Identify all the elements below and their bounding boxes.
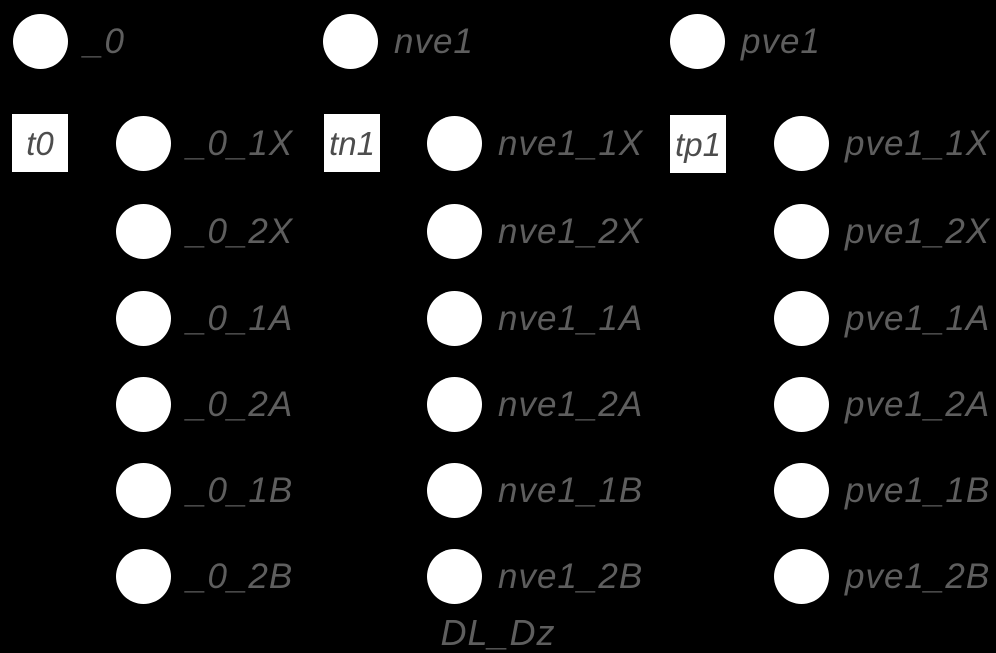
node-label: _0_2A <box>187 384 294 424</box>
node: pve1_1X <box>774 115 990 171</box>
node: nve1_2A <box>427 376 643 432</box>
node-circle-icon <box>670 13 725 69</box>
node: _0_2X <box>116 203 293 259</box>
node: pve1_2B <box>774 548 990 604</box>
node: pve1_1B <box>774 462 990 518</box>
head-node-2: pve1 <box>670 13 821 69</box>
node-circle-icon <box>427 462 482 518</box>
node-circle-icon <box>13 13 68 69</box>
node-circle-icon <box>774 290 829 346</box>
node-circle-icon <box>323 13 378 69</box>
node-circle-icon <box>427 290 482 346</box>
gene-box-label: t0 <box>26 124 54 162</box>
node-circle-icon <box>116 376 171 432</box>
node-circle-icon <box>774 548 829 604</box>
node: pve1_2X <box>774 203 990 259</box>
node-label: nve1_1X <box>498 123 644 163</box>
node-label: nve1_2X <box>498 211 644 251</box>
node: _0_1B <box>116 462 293 518</box>
node-circle-icon <box>774 462 829 518</box>
node: _0_2B <box>116 548 293 604</box>
node-label: pve1_2X <box>845 211 991 251</box>
node-circle-icon <box>427 548 482 604</box>
node: _0_1X <box>116 115 293 171</box>
node-circle-icon <box>774 203 829 259</box>
node-circle-icon <box>427 203 482 259</box>
gene-box-0: t0 <box>12 114 68 172</box>
node-circle-icon <box>116 115 171 171</box>
node-label: nve1_2A <box>498 384 644 424</box>
node-label: pve1_1A <box>845 298 991 338</box>
node-circle-icon <box>427 376 482 432</box>
node-label: pve1_2A <box>845 384 991 424</box>
node: nve1_1B <box>427 462 643 518</box>
node: nve1_2B <box>427 548 643 604</box>
node-label: pve1_1X <box>845 123 991 163</box>
gene-box-2: tp1 <box>670 115 726 173</box>
node-label: nve1_1B <box>498 470 644 510</box>
node-label: pve1_2B <box>845 556 991 596</box>
node-circle-icon <box>427 115 482 171</box>
node-label: nve1 <box>394 21 474 61</box>
node-circle-icon <box>774 376 829 432</box>
node: nve1_2X <box>427 203 643 259</box>
node-circle-icon <box>116 462 171 518</box>
node-circle-icon <box>774 115 829 171</box>
node-label: nve1_2B <box>498 556 644 596</box>
node-label: pve1 <box>741 21 821 61</box>
node-circle-icon <box>116 203 171 259</box>
node: pve1_1A <box>774 290 990 346</box>
head-node-0: _0 <box>13 13 125 69</box>
node: _0_2A <box>116 376 293 432</box>
node: _0_1A <box>116 290 293 346</box>
node-label: pve1_1B <box>845 470 991 510</box>
head-node-1: nve1 <box>323 13 474 69</box>
node-label: _0_1B <box>187 470 294 510</box>
node-label: _0_2X <box>187 211 294 251</box>
node-circle-icon <box>116 290 171 346</box>
node: pve1_2A <box>774 376 990 432</box>
node: nve1_1A <box>427 290 643 346</box>
node: nve1_1X <box>427 115 643 171</box>
node-label: _0_1X <box>187 123 294 163</box>
node-label: _0 <box>84 21 125 61</box>
gene-box-label: tn1 <box>329 124 375 162</box>
node-label: _0_2B <box>187 556 294 596</box>
node-circle-icon <box>116 548 171 604</box>
diagram-title: DL_Dz <box>440 612 556 653</box>
node-label: _0_1A <box>187 298 294 338</box>
gene-box-1: tn1 <box>324 114 380 172</box>
gene-box-label: tp1 <box>675 125 721 163</box>
node-label: nve1_1A <box>498 298 644 338</box>
